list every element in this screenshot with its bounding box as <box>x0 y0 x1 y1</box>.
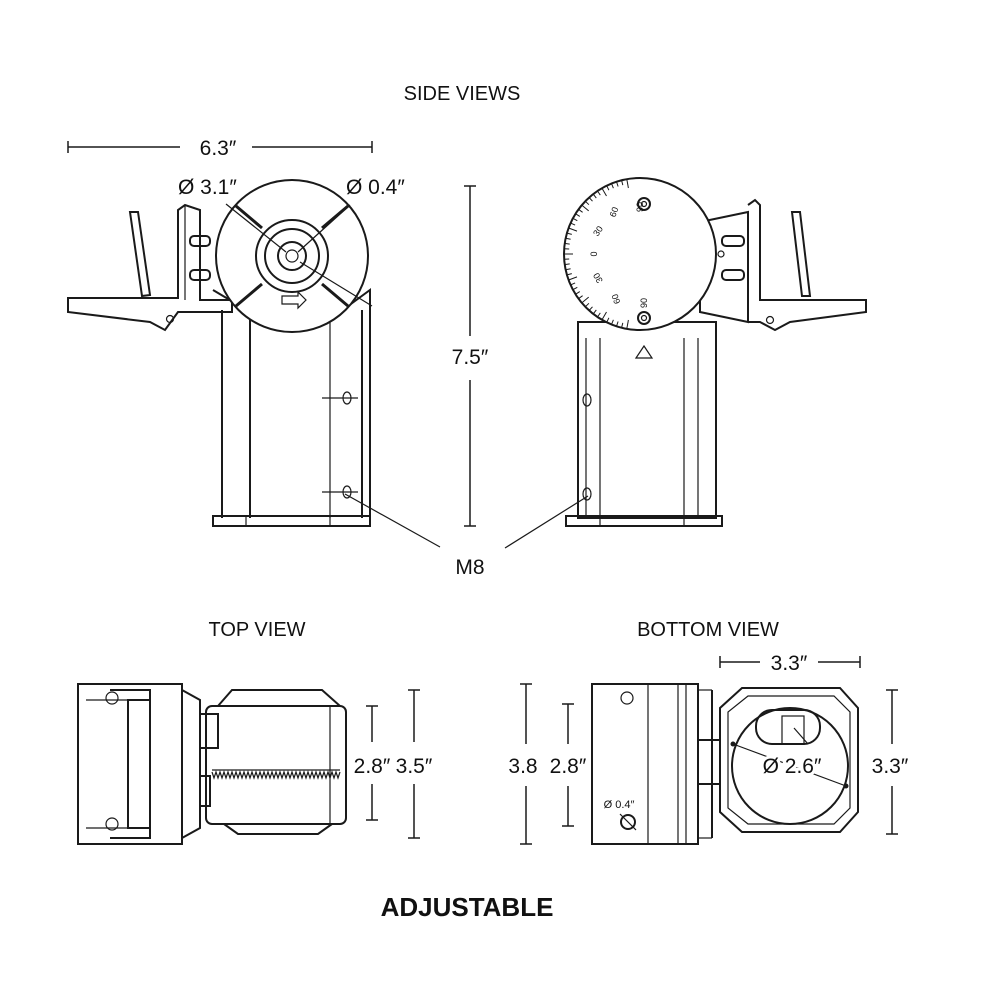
dial-mark-30-bottom: 30 <box>591 271 605 285</box>
dial-tick <box>565 268 571 271</box>
dial-tick <box>621 180 624 186</box>
dial-tick <box>564 242 570 245</box>
bore-diameter-label: Ø 2.6″ <box>763 755 822 778</box>
dial-tick <box>611 183 614 189</box>
dial-tick <box>575 291 581 295</box>
dial-tick <box>565 237 571 240</box>
dial-tick <box>606 185 610 191</box>
dial-tick <box>584 302 590 308</box>
dial-tick <box>566 273 572 276</box>
dial-tick <box>578 295 583 300</box>
bottom-outer-height-label: 3.8 <box>508 755 537 778</box>
dial-tick <box>597 312 601 318</box>
bottom-hole-dimension-label: Ø 0.4″ <box>604 799 635 811</box>
dial-tick <box>572 286 578 291</box>
hole-diameter-label: Ø 0.4″ <box>346 176 405 199</box>
bottom-view: 3.8 2.8″ Ø 0.4″ Ø 2.6″ <box>508 652 909 845</box>
dial-mark-0: 0 <box>589 251 599 256</box>
dial-tick <box>578 208 583 213</box>
dial-tick <box>570 282 576 286</box>
dial-tick <box>626 319 629 329</box>
dial-tick <box>626 179 629 189</box>
bottom-view-heading: BOTTOM VIEW <box>637 619 779 641</box>
dial-tick <box>564 263 570 266</box>
dial-mark-60-top: 60 <box>608 206 621 219</box>
dial-tick <box>592 309 597 315</box>
top-view: 2.8″ 3.5″ <box>77 683 433 845</box>
dial-tick <box>601 187 607 197</box>
disc-diameter-label: Ø 3.1″ <box>178 176 237 199</box>
bottom-width-dimension-label: 3.3″ <box>771 652 808 675</box>
top-inner-dimension-label: 2.8″ <box>354 755 391 778</box>
side-view-right: 90 60 30 0 30 60 90 <box>504 177 867 549</box>
bottom-right-height-label: 3.3″ <box>872 755 909 778</box>
dial-mark-90-bottom: 90 <box>639 298 649 308</box>
adjustable-title: ADJUSTABLE <box>381 892 554 922</box>
side-view-left: 6.3″ Ø 3.1″ <box>67 137 441 548</box>
top-view-heading: TOP VIEW <box>208 619 305 641</box>
bottom-inner-height-label: 2.8″ <box>550 755 587 778</box>
height-dimension: 7.5″ M8 <box>452 185 489 579</box>
dial-tick <box>566 232 572 235</box>
dial-tick <box>621 322 624 328</box>
dial-tick <box>581 296 590 304</box>
dial-tick <box>575 213 581 217</box>
dial-tick <box>588 306 593 311</box>
dial-tick <box>568 276 578 281</box>
dial-mark-90-top: 90 <box>635 202 645 212</box>
dial-scale <box>564 179 629 329</box>
width-dimension-label: 6.3″ <box>200 137 237 160</box>
dial-tick <box>581 204 590 212</box>
dial-tick <box>572 217 578 222</box>
dial-tick <box>601 311 607 321</box>
dial-tick <box>584 200 590 206</box>
dial-tick <box>597 190 601 196</box>
dial-tick <box>588 197 593 202</box>
bolt-label: M8 <box>455 556 484 579</box>
dial-mark-30-top: 30 <box>591 224 605 238</box>
top-outer-dimension-label: 3.5″ <box>396 755 433 778</box>
dial-tick <box>568 227 578 232</box>
dial-tick <box>616 321 619 327</box>
dial-tick <box>611 319 614 325</box>
dial-tick <box>592 193 597 199</box>
side-views-heading: SIDE VIEWS <box>404 83 521 105</box>
dial-tick <box>606 317 610 323</box>
dial-mark-60-bottom: 60 <box>610 293 623 306</box>
dial-tick <box>616 181 619 187</box>
height-dimension-label: 7.5″ <box>452 346 489 369</box>
dial-tick <box>570 222 576 226</box>
